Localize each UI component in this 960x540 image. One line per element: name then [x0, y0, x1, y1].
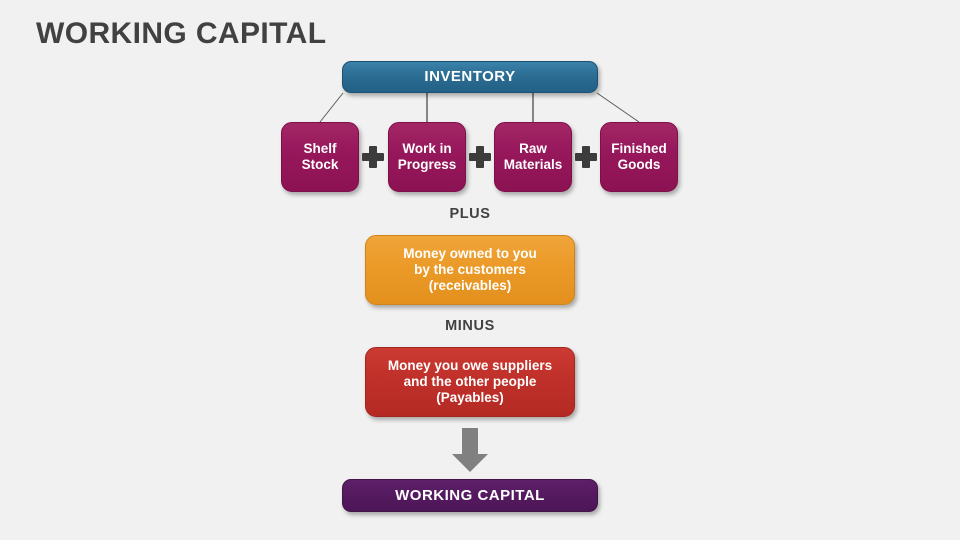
component-label-line2: Progress — [397, 157, 457, 172]
plus-icon — [469, 146, 491, 168]
component-box-finished-goods[interactable]: Finished Goods — [600, 122, 678, 192]
component-label-line2: Goods — [617, 157, 661, 172]
component-box-shelf-stock[interactable]: Shelf Stock — [281, 122, 359, 192]
payables-label-line3: (Payables) — [436, 389, 504, 405]
component-label-line2: Stock — [301, 157, 339, 172]
component-label-finished-goods: Finished Goods — [611, 141, 667, 173]
component-label-shelf-stock: Shelf Stock — [302, 141, 339, 173]
component-box-raw-materials[interactable]: Raw Materials — [494, 122, 572, 192]
component-label-raw-materials: Raw Materials — [504, 141, 563, 173]
receivables-label-line2: by the customers — [414, 262, 526, 278]
receivables-box[interactable]: Money owned to you by the customers (rec… — [365, 235, 575, 305]
working-capital-result-box[interactable]: WORKING CAPITAL — [342, 479, 598, 512]
payables-box[interactable]: Money you owe suppliers and the other pe… — [365, 347, 575, 417]
inventory-box[interactable]: INVENTORY — [342, 61, 598, 93]
minus-section-label: MINUS — [445, 318, 495, 334]
component-label-line2: Materials — [503, 157, 563, 172]
component-label-line1: Finished — [611, 141, 667, 157]
page-title: WORKING CAPITAL — [36, 17, 327, 50]
plus-icon — [575, 146, 597, 168]
component-box-work-in-progress[interactable]: Work in Progress — [388, 122, 466, 192]
receivables-label-line3: (receivables) — [428, 277, 512, 293]
payables-label-line1: Money you owe suppliers — [387, 358, 553, 374]
component-label-line1: Work in — [402, 141, 452, 157]
connector-line-finished-goods — [596, 92, 640, 123]
arrow-down-icon — [452, 428, 488, 472]
payables-label-line2: and the other people — [403, 374, 537, 390]
component-label-line1: Shelf — [303, 141, 337, 157]
working-capital-result-label: WORKING CAPITAL — [395, 486, 545, 504]
component-label-line1: Raw — [519, 141, 547, 157]
connector-line-shelf-stock — [319, 92, 344, 123]
receivables-label-line1: Money owned to you — [403, 246, 537, 262]
plus-section-label: PLUS — [449, 206, 491, 222]
receivables-label: Money owned to you by the customers (rec… — [403, 246, 537, 294]
payables-label: Money you owe suppliers and the other pe… — [388, 358, 552, 406]
plus-icon — [362, 146, 384, 168]
inventory-label: INVENTORY — [424, 68, 516, 86]
component-label-work-in-progress: Work in Progress — [398, 141, 457, 173]
